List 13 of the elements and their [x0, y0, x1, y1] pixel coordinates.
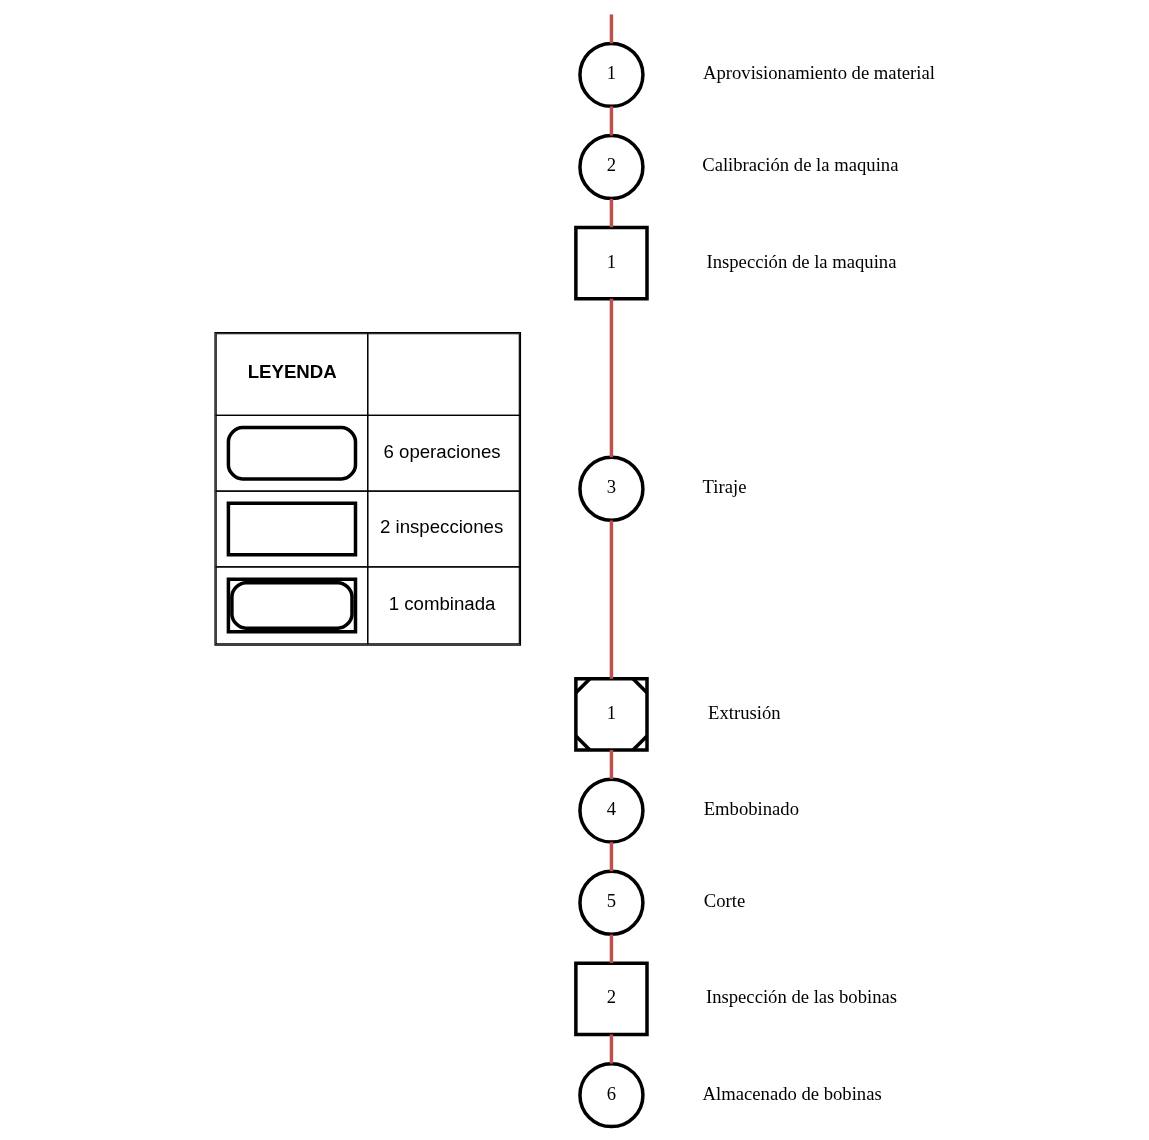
label: LEYENDA [247, 360, 337, 382]
node-label: Aprovisionamiento de material [702, 62, 935, 84]
node-label: Tiraje [702, 476, 746, 498]
node-label: Corte [703, 890, 745, 912]
legend-label: 6 operaciones [382, 440, 501, 462]
legend-label: 2 inspecciones [379, 516, 503, 538]
node-label: Extrusión [707, 701, 781, 723]
node-label: Inspección de las bobinas [705, 986, 897, 1008]
node-label: Embobinado [703, 798, 799, 820]
node-label: Inspección de la maquina [706, 250, 896, 272]
legend-label: 1 combinada [388, 592, 495, 614]
node-label: Calibración de la maquina [701, 154, 898, 176]
node-label: Almacenado de bobinas [702, 1082, 882, 1104]
